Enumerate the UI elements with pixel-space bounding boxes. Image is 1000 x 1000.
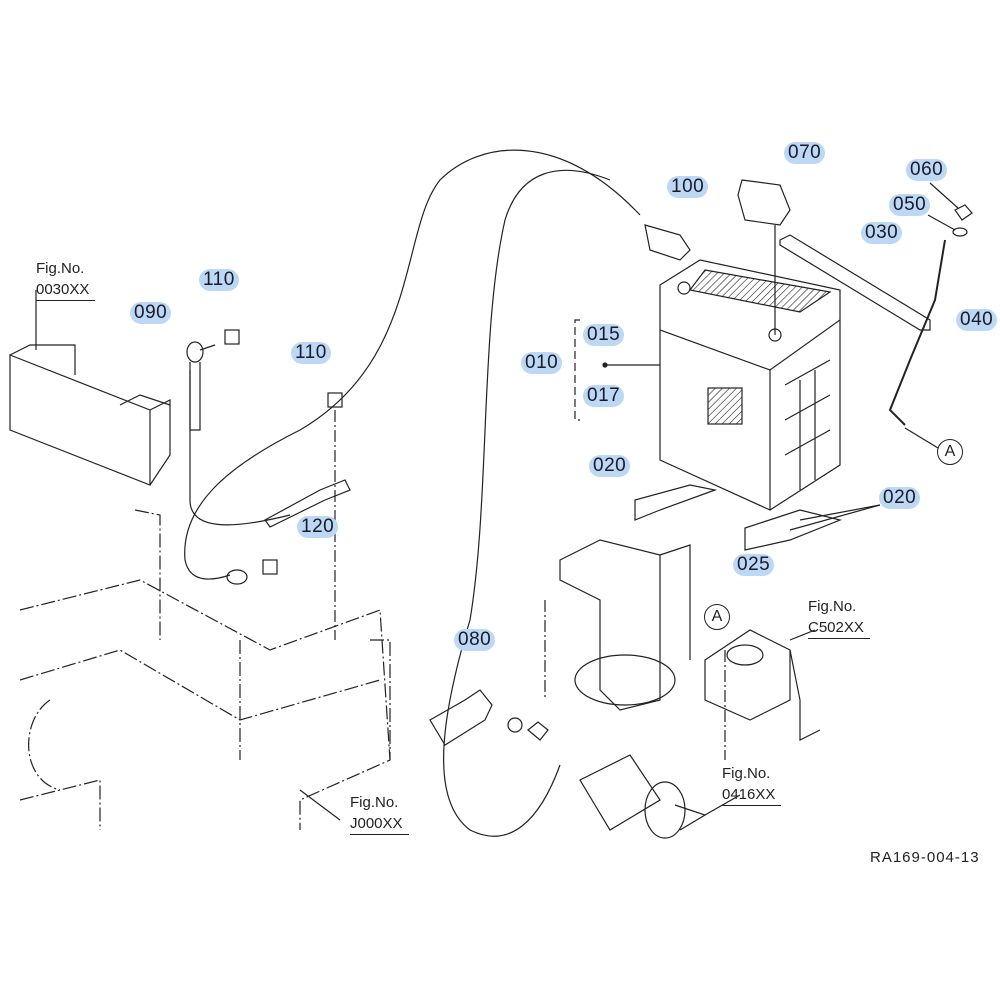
part-label-110[interactable]: 110: [291, 342, 331, 364]
frame-j000xx: [19, 509, 391, 830]
part-label-120[interactable]: 120: [297, 516, 339, 538]
terminal-cover-070: [737, 179, 791, 226]
battery-cable: [184, 149, 641, 580]
part-label-030[interactable]: 030: [861, 222, 903, 244]
starter-motor-0416xx: [579, 754, 741, 839]
terminal-100: [644, 224, 691, 261]
part-label-100[interactable]: 100: [667, 176, 709, 198]
part-label-090[interactable]: 090: [130, 302, 172, 324]
cable-terminal-090: [186, 341, 204, 431]
part-label-020[interactable]: 020: [589, 455, 631, 477]
fig-code: 0416XX: [722, 784, 782, 806]
fig-code: C502XX: [808, 617, 870, 639]
part-label-110[interactable]: 110: [199, 269, 239, 291]
fig-prefix: Fig.No.: [36, 260, 85, 277]
part-label-015[interactable]: 015: [583, 324, 625, 346]
starter-cable: [443, 169, 611, 837]
washer-050: [952, 227, 968, 237]
fig-prefix: Fig.No.: [808, 598, 857, 615]
drawing-number: RA169-004-13: [870, 849, 980, 866]
nut: [527, 721, 549, 741]
pad-020-right: [744, 509, 842, 551]
part-label-060[interactable]: 060: [906, 159, 948, 181]
part-label-070[interactable]: 070: [784, 142, 826, 164]
part-label-040[interactable]: 040: [956, 309, 998, 331]
fig-prefix: Fig.No.: [350, 794, 399, 811]
fig-ref-j000xx[interactable]: Fig.No. J000XX: [350, 792, 409, 835]
cable-terminal-120: [226, 479, 351, 585]
washer: [507, 717, 523, 733]
fig-code: 0030XX: [36, 279, 96, 301]
part-label-017[interactable]: 017: [583, 385, 625, 407]
nut-060: [954, 204, 973, 221]
bracket-c502xx: [704, 629, 821, 741]
part-label-080[interactable]: 080: [454, 629, 496, 651]
fig-ref-0030xx[interactable]: Fig.No. 0030XX: [36, 258, 96, 301]
fig-ref-0416xx[interactable]: Fig.No. 0416XX: [722, 763, 782, 806]
connector-mark-a: A: [937, 439, 963, 465]
battery-010: [659, 259, 841, 511]
rod-040: [888, 239, 946, 426]
battery-stand-025: [544, 539, 726, 760]
fig-code: J000XX: [350, 813, 409, 835]
connector-mark-a: A: [704, 604, 730, 630]
part-label-025[interactable]: 025: [733, 554, 775, 576]
fig-prefix: Fig.No.: [722, 765, 771, 782]
boot-080: [429, 689, 493, 746]
bolt-110-upper: [199, 329, 240, 351]
fig-ref-c502xx[interactable]: Fig.No. C502XX: [808, 596, 870, 639]
part-label-010[interactable]: 010: [521, 352, 563, 374]
part-label-050[interactable]: 050: [889, 194, 931, 216]
pad-020-left: [634, 484, 718, 521]
part-label-020[interactable]: 020: [879, 487, 921, 509]
hold-bar-030: [779, 234, 931, 331]
